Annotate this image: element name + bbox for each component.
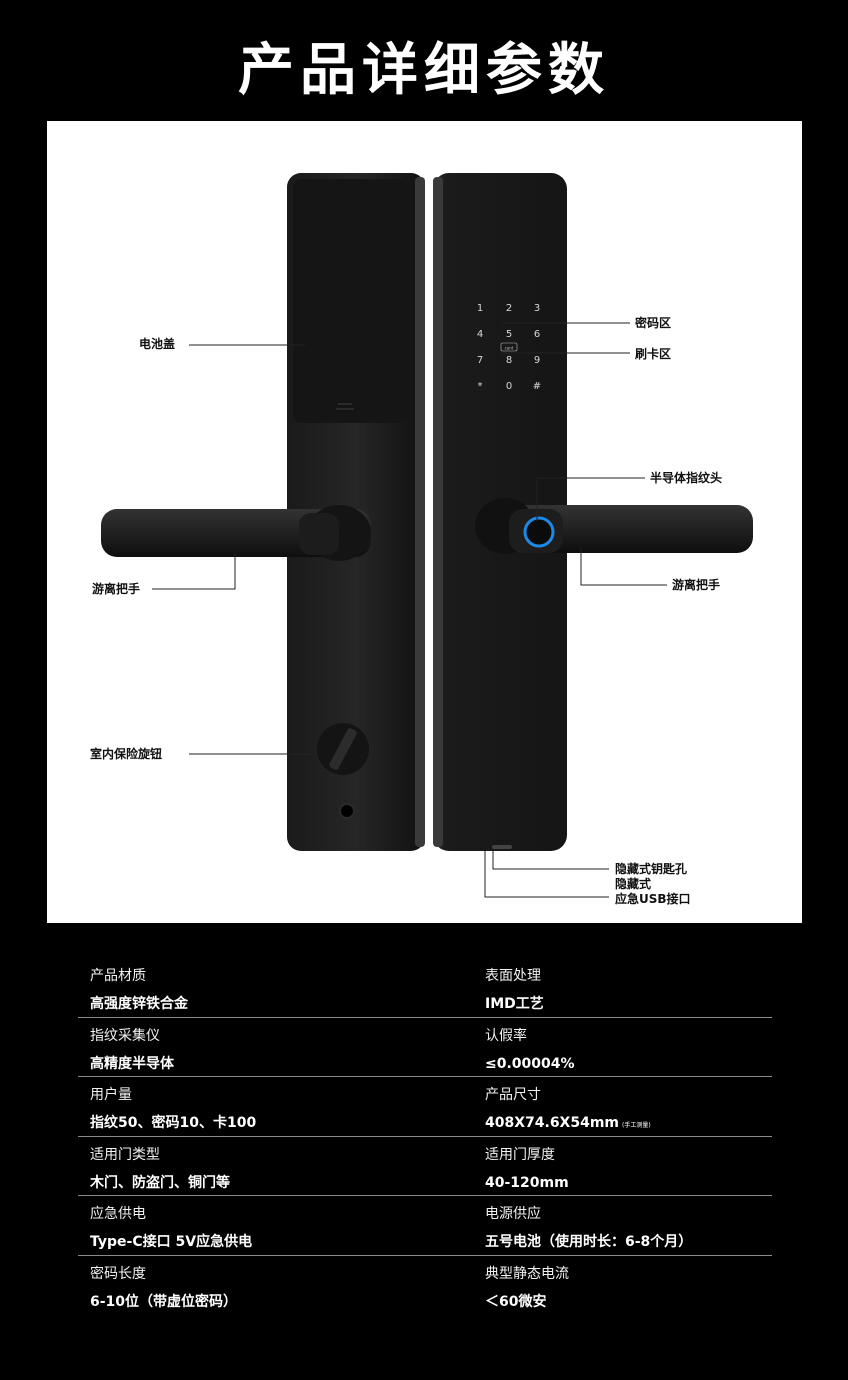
outdoor-lock-body <box>433 173 753 851</box>
callout-handle-right: 游离把手 <box>672 578 721 592</box>
callout-password-zone: 密码区 <box>635 316 672 330</box>
spec-label: 认假率 <box>485 1027 527 1044</box>
spec-value: Type-C接口 5V应急供电 <box>90 1234 253 1250</box>
spec-row: 产品材质高强度锌铁合金 表面处理 IMD工艺 <box>78 958 772 1018</box>
keypad-key: 9 <box>534 355 540 366</box>
spec-value: IMD工艺 <box>485 996 544 1012</box>
keypad-key: # <box>533 381 541 392</box>
spec-value: 五号电池（使用时长：6-8个月） <box>485 1234 693 1250</box>
spec-row: 密码长度 6-10位（带虚位密码） 典型静态电流 ＜60微安 <box>78 1256 772 1315</box>
spec-value: ≤0.00004% <box>485 1055 575 1072</box>
spec-row: 指纹采集仪高精度半导体 认假率 ≤0.00004% <box>78 1018 772 1077</box>
spec-value: 高强度锌铁合金 <box>90 996 188 1012</box>
card-reader-icon <box>500 342 518 352</box>
spec-label: 密码长度 <box>90 1265 146 1282</box>
spec-label: 典型静态电流 <box>485 1265 569 1282</box>
keypad-key: 4 <box>477 329 483 340</box>
keypad-key: 2 <box>506 303 512 314</box>
spec-label: 产品材质 <box>90 968 146 984</box>
spec-label: 表面处理 <box>485 968 541 984</box>
page-title: 产品详细参数 <box>238 38 610 103</box>
keypad-key: 3 <box>534 303 540 314</box>
spec-value: 40-120mm <box>485 1174 569 1191</box>
keypad: 1 2 3 4 5 6 7 8 9 * 0 # card <box>477 303 541 392</box>
spec-row: 用户量指纹50、密码10、卡100 产品尺寸 408X74.6X54mm(手工测量… <box>78 1077 772 1137</box>
indoor-lock-body <box>101 173 425 851</box>
keypad-key: 5 <box>506 329 512 340</box>
spec-note: (手工测量) <box>622 1122 651 1129</box>
spec-row: 应急供电 Type-C接口 5V应急供电 电源供应五号电池（使用时长：6-8个月） <box>78 1196 772 1256</box>
callout-card-zone: 刷卡区 <box>635 347 672 361</box>
spec-value: 木门、防盗门、铜门等 <box>90 1174 230 1191</box>
spec-row: 适用门类型木门、防盗门、铜门等 适用门厚度 40-120mm <box>78 1137 772 1196</box>
callout-handle-left: 游离把手 <box>92 582 141 596</box>
handle-right <box>509 505 753 553</box>
spec-label: 适用门类型 <box>90 1146 160 1163</box>
spec-label: 产品尺寸 <box>485 1087 541 1103</box>
spec-value: 408X74.6X54mm(手工测量) <box>485 1115 651 1131</box>
spec-label: 用户量 <box>90 1087 132 1103</box>
spec-label: 电源供应 <box>485 1206 541 1222</box>
spec-value: 高精度半导体 <box>90 1055 174 1072</box>
spec-value: 6-10位（带虚位密码） <box>90 1293 238 1310</box>
spec-table: 产品材质高强度锌铁合金 表面处理 IMD工艺 指纹采集仪高精度半导体 认假率 ≤0.… <box>78 958 772 1314</box>
keypad-key: 7 <box>477 355 483 366</box>
callout-battery-cover: 电池盖 <box>139 337 176 351</box>
spec-value: ＜60微安 <box>485 1293 547 1310</box>
door-lock-illustration: 1 2 3 4 5 6 7 8 9 * 0 # card <box>101 173 753 898</box>
callout-hidden-keyhole: 隐藏式钥匙孔 <box>615 862 688 876</box>
product-diagram: 1 2 3 4 5 6 7 8 9 * 0 # card 电池盖 密码区 刷卡区 半导体指纹头 游离把手… <box>47 121 802 923</box>
keypad-key: * <box>478 381 483 392</box>
callout-fingerprint-head: 半导体指纹头 <box>650 471 723 485</box>
callout-hidden-usb: 隐藏式 应急USB接口 <box>615 877 691 906</box>
spec-label: 适用门厚度 <box>485 1146 555 1163</box>
keypad-key: 0 <box>506 381 512 392</box>
spec-value: 指纹50、密码10、卡100 <box>90 1115 257 1131</box>
keypad-key: 6 <box>534 329 540 340</box>
spec-label: 指纹采集仪 <box>90 1027 160 1044</box>
battery-cover <box>293 179 407 423</box>
keypad-key: 8 <box>506 355 512 366</box>
callout-indoor-knob: 室内保险旋钮 <box>90 747 163 761</box>
spec-label: 应急供电 <box>90 1206 146 1222</box>
card-reader-label: card <box>505 346 514 351</box>
fingerprint-sensor <box>523 516 555 548</box>
keypad-key: 1 <box>477 303 483 314</box>
